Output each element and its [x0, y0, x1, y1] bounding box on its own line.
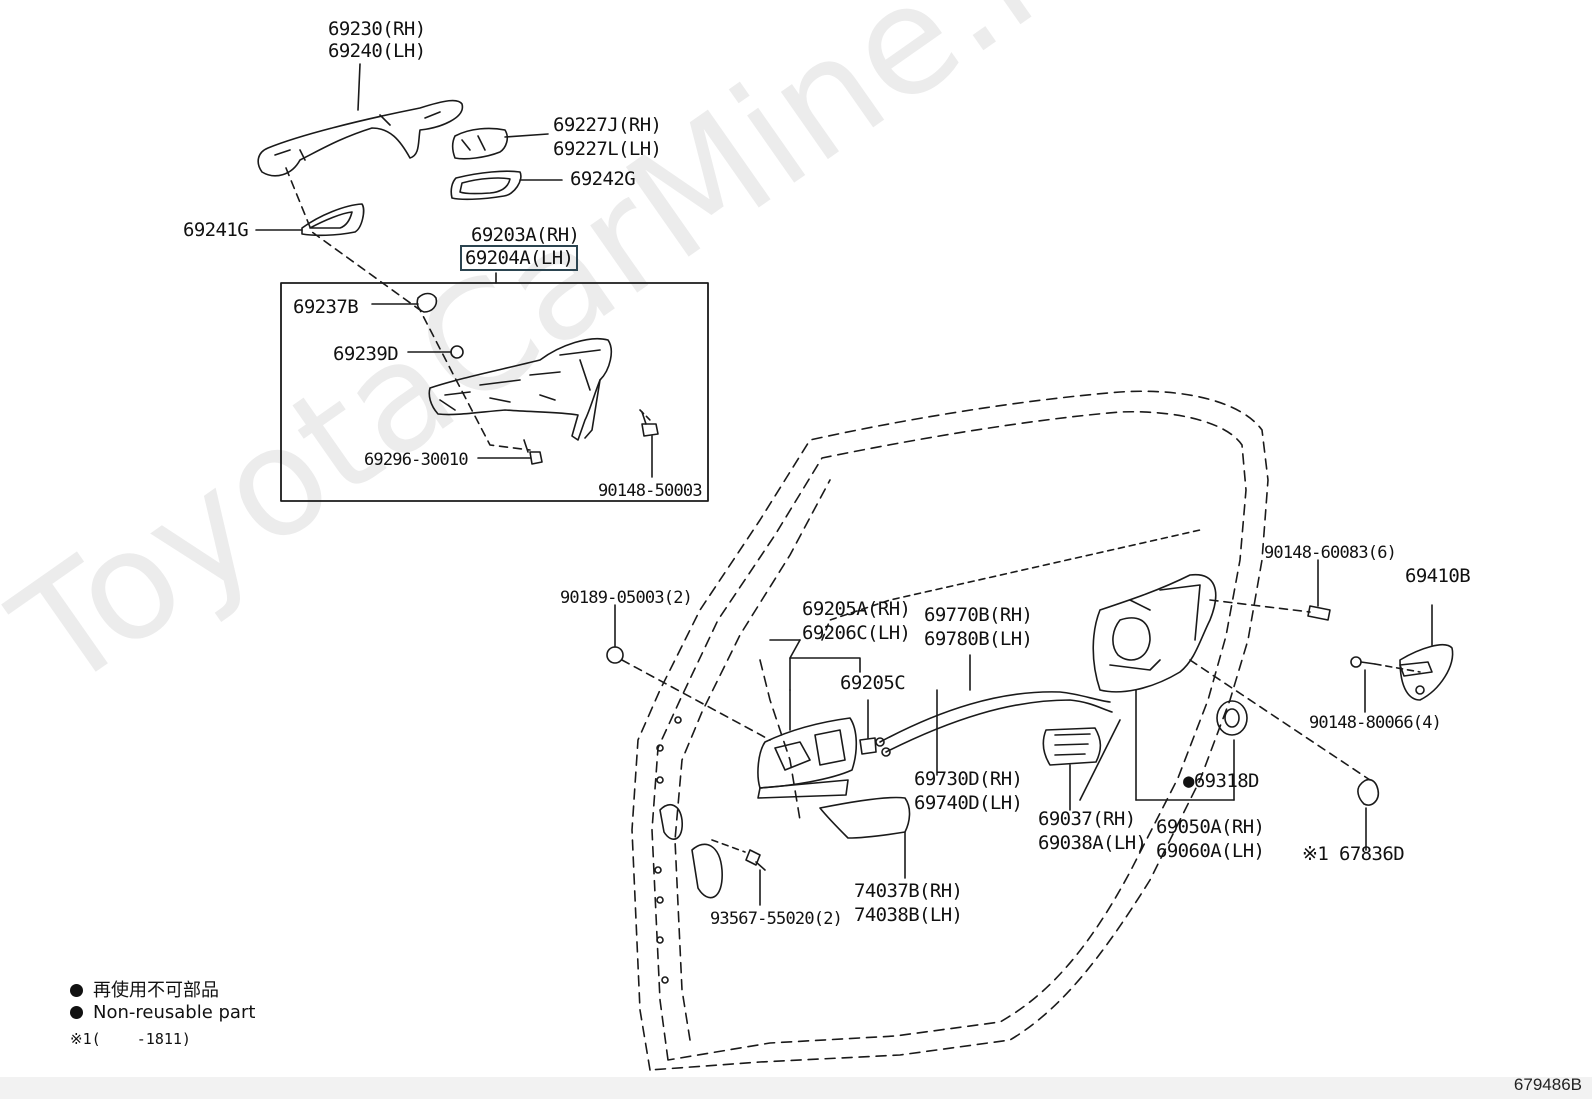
cables-69730D: [875, 691, 1113, 757]
label-69206C: 69206C(LH): [802, 622, 911, 644]
bolt-90148-60083: [1307, 559, 1331, 621]
label-69242G: 69242G: [570, 168, 636, 190]
label-93567-55020: 93567-55020(2): [710, 909, 843, 929]
label-69227L: 69227L(LH): [553, 138, 662, 160]
legend-en-text: Non-reusable part: [93, 1002, 256, 1023]
legend-en: Non-reusable part: [70, 1002, 255, 1023]
label-90148-50003: 90148-50003: [598, 481, 703, 501]
door-outline: [631, 390, 1269, 1071]
bolt-90148-50003: [641, 411, 659, 437]
label-69730D: 69730D(RH): [914, 768, 1023, 790]
label-69318D: ●69318D: [1183, 770, 1259, 792]
trim-74037B: [819, 796, 911, 839]
label-69227J: 69227J(RH): [553, 114, 662, 136]
diagram-id: 679486B: [1513, 1075, 1582, 1094]
clip-part: [416, 292, 438, 313]
label-90148-80066: 90148-80066(4): [1309, 713, 1442, 733]
gasket-part: [450, 170, 522, 201]
legend-note: ※1( -1811): [70, 1030, 191, 1048]
bolt-90148-80066: [1350, 656, 1376, 668]
label-69740D: 69740D(LH): [914, 792, 1023, 814]
label-74037B: 74037B(RH): [854, 880, 963, 902]
front-gasket-part: [301, 203, 365, 237]
label-69410B: 69410B: [1405, 565, 1471, 587]
label-69050A: 69050A(RH): [1156, 816, 1265, 838]
grommet-90189: [606, 646, 624, 664]
remote-lock-part: [1042, 727, 1102, 766]
label-69237B: 69237B: [293, 296, 359, 318]
label-69204A: 69204A(LH): [460, 245, 579, 271]
handle-cap-part: [451, 127, 508, 160]
label-90189-05003: 90189-05003(2): [560, 588, 693, 608]
legend-jp: 再使用不可部品: [70, 976, 219, 1002]
label-69296-30010: 69296-30010: [364, 450, 469, 470]
label-69241G: 69241G: [183, 219, 249, 241]
label-69770B: 69770B(RH): [924, 604, 1033, 626]
label-69230: 69230(RH): [328, 18, 426, 40]
door-holes: [654, 716, 723, 984]
bullet-icon: [70, 984, 83, 997]
inside-handle-part: [757, 717, 858, 799]
label-69060A: 69060A(LH): [1156, 840, 1265, 862]
pad-part: [450, 345, 464, 359]
label-69240: 69240(LH): [328, 40, 426, 62]
label-74038B: 74038B(LH): [854, 904, 963, 926]
footer-bar: [0, 1077, 1592, 1099]
handle-frame-part: [428, 337, 612, 441]
label-90148-60083: 90148-60083(6): [1264, 543, 1397, 563]
label-69038A: 69038A(LH): [1038, 832, 1147, 854]
striker-69410B: [1399, 644, 1454, 701]
cap-67836D: [1357, 778, 1380, 806]
seal-69318D: [1216, 700, 1248, 736]
label-69780B: 69780B(LH): [924, 628, 1033, 650]
outside-handle-part: [257, 99, 463, 177]
screw-69296: [523, 439, 543, 465]
label-69239D: 69239D: [333, 343, 399, 365]
screw-93567: [745, 849, 766, 871]
legend-jp-text: 再使用不可部品: [93, 980, 219, 1001]
label-69037: 69037(RH): [1038, 808, 1136, 830]
frame-group-box: [280, 282, 709, 502]
label-67836D: ※1 67836D: [1302, 843, 1405, 865]
label-69203A: 69203A(RH): [471, 224, 580, 246]
label-69205A: 69205A(RH): [802, 598, 911, 620]
label-69205C: 69205C: [840, 672, 906, 694]
bezel-69205C: [859, 737, 877, 755]
door-lock-part: [1092, 573, 1217, 693]
bullet-icon: [70, 1006, 83, 1019]
